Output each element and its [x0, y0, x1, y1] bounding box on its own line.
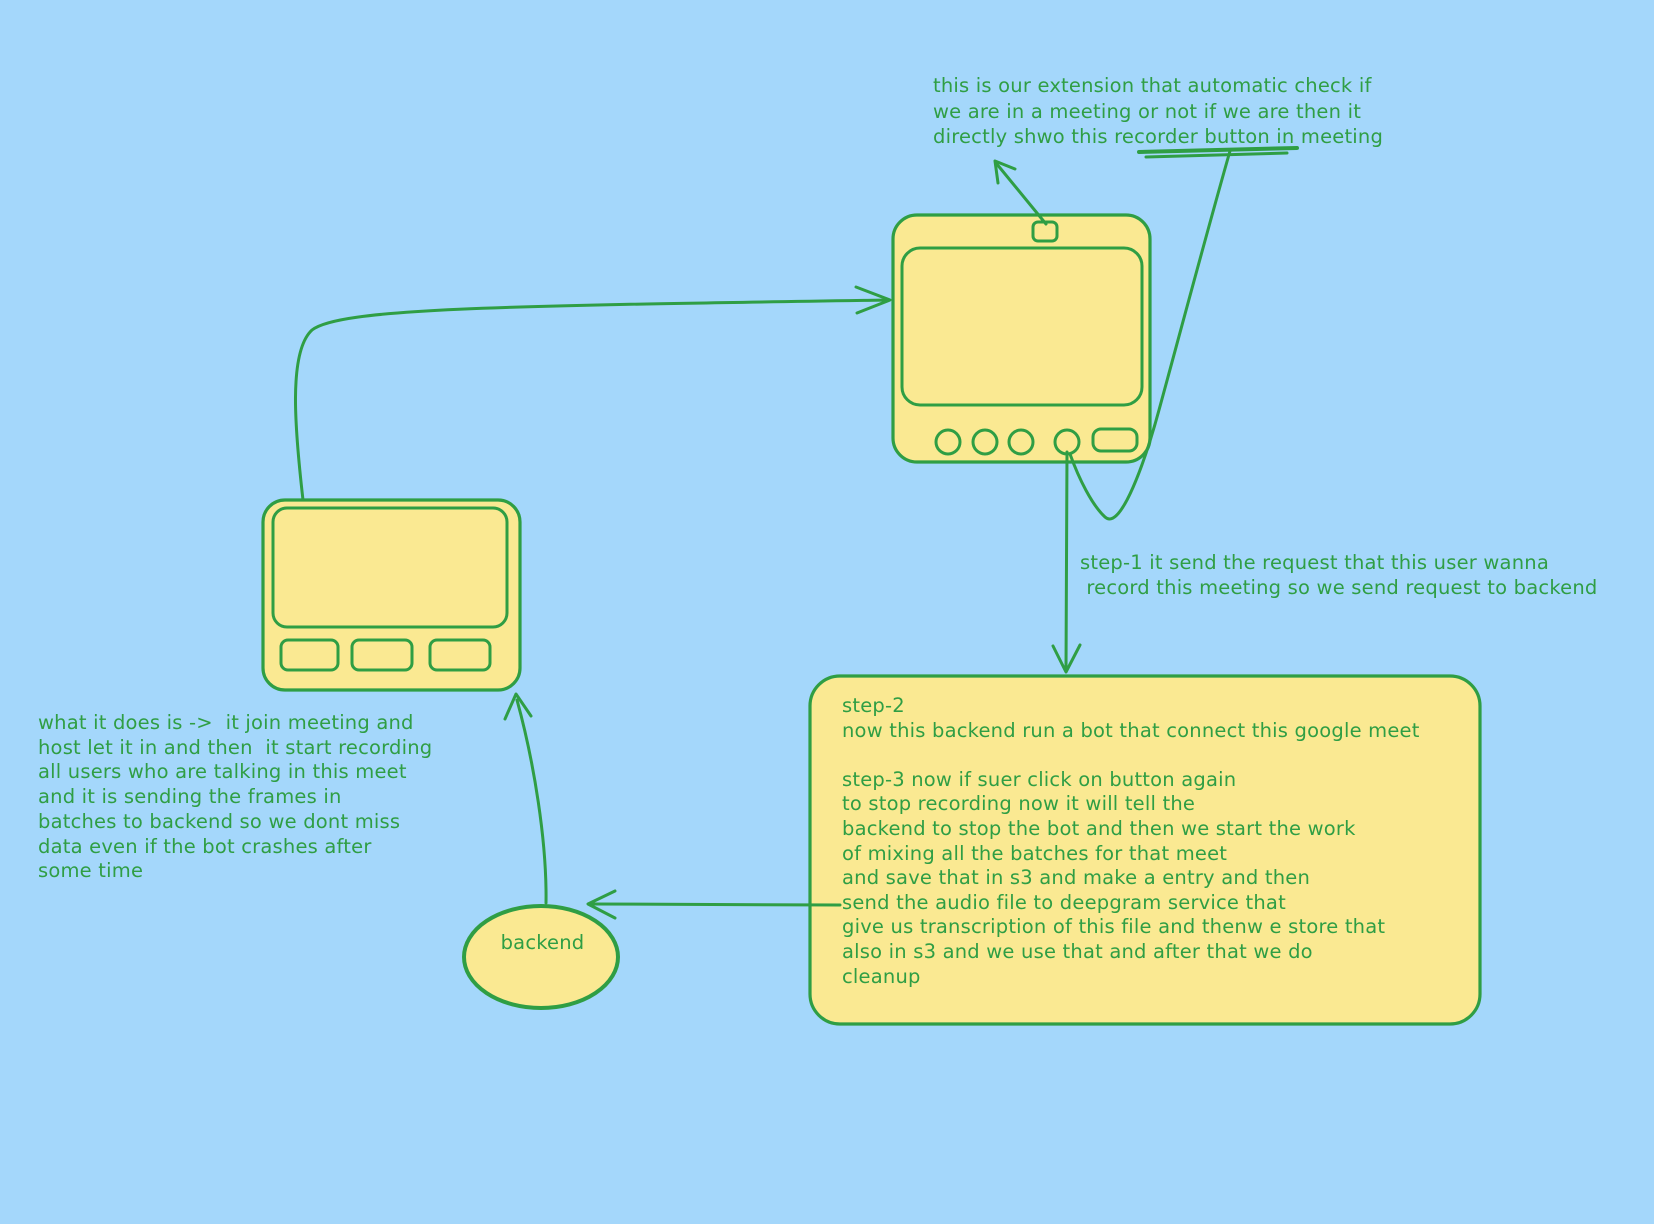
- arrowhead-down: [1051, 643, 1082, 674]
- bot-laptop[interactable]: [261, 498, 522, 692]
- laptop-key-3[interactable]: [428, 638, 492, 672]
- laptop-key-2[interactable]: [350, 638, 414, 672]
- arrow-laptop-to-monitor[interactable]: [294, 285, 892, 502]
- steps-note[interactable]: step-2 now this backend run a bot that c…: [842, 694, 1420, 988]
- recorder-button-underline[interactable]: [1137, 146, 1299, 159]
- arrow-camera-to-extension-note[interactable]: [993, 159, 1048, 226]
- bot-behavior-note[interactable]: what it does is -> it join meeting and h…: [38, 711, 433, 883]
- arrowhead-up-left: [503, 692, 533, 721]
- arrowhead-up: [993, 159, 1017, 185]
- arrow-recorder-button-to-steps-box[interactable]: [1051, 450, 1082, 674]
- backend-node[interactable]: [462, 904, 620, 1010]
- laptop-screen[interactable]: [271, 506, 509, 629]
- arrowhead-left: [586, 889, 617, 920]
- monitor-screen[interactable]: [900, 246, 1144, 407]
- monitor-menu-button[interactable]: [1091, 427, 1139, 453]
- step1-note[interactable]: step-1 it send the request that this use…: [1080, 551, 1598, 599]
- monitor-button-2[interactable]: [971, 428, 999, 456]
- laptop-key-1[interactable]: [279, 638, 340, 672]
- monitor-button-1[interactable]: [934, 428, 962, 456]
- extension-note[interactable]: this is our extension that automatic che…: [933, 74, 1384, 148]
- connector-underline-to-recorder-button[interactable]: [1068, 149, 1232, 521]
- arrow-steps-box-to-backend[interactable]: [586, 889, 842, 920]
- arrowhead-right: [854, 285, 892, 315]
- meeting-monitor[interactable]: [891, 213, 1152, 464]
- laptop-body[interactable]: [261, 498, 522, 692]
- monitor-button-3[interactable]: [1007, 428, 1035, 456]
- monitor-body[interactable]: [891, 213, 1152, 464]
- backend-node-label[interactable]: backend: [500, 931, 585, 954]
- arrow-backend-to-laptop[interactable]: [503, 692, 548, 905]
- steps-box[interactable]: [808, 674, 1482, 1026]
